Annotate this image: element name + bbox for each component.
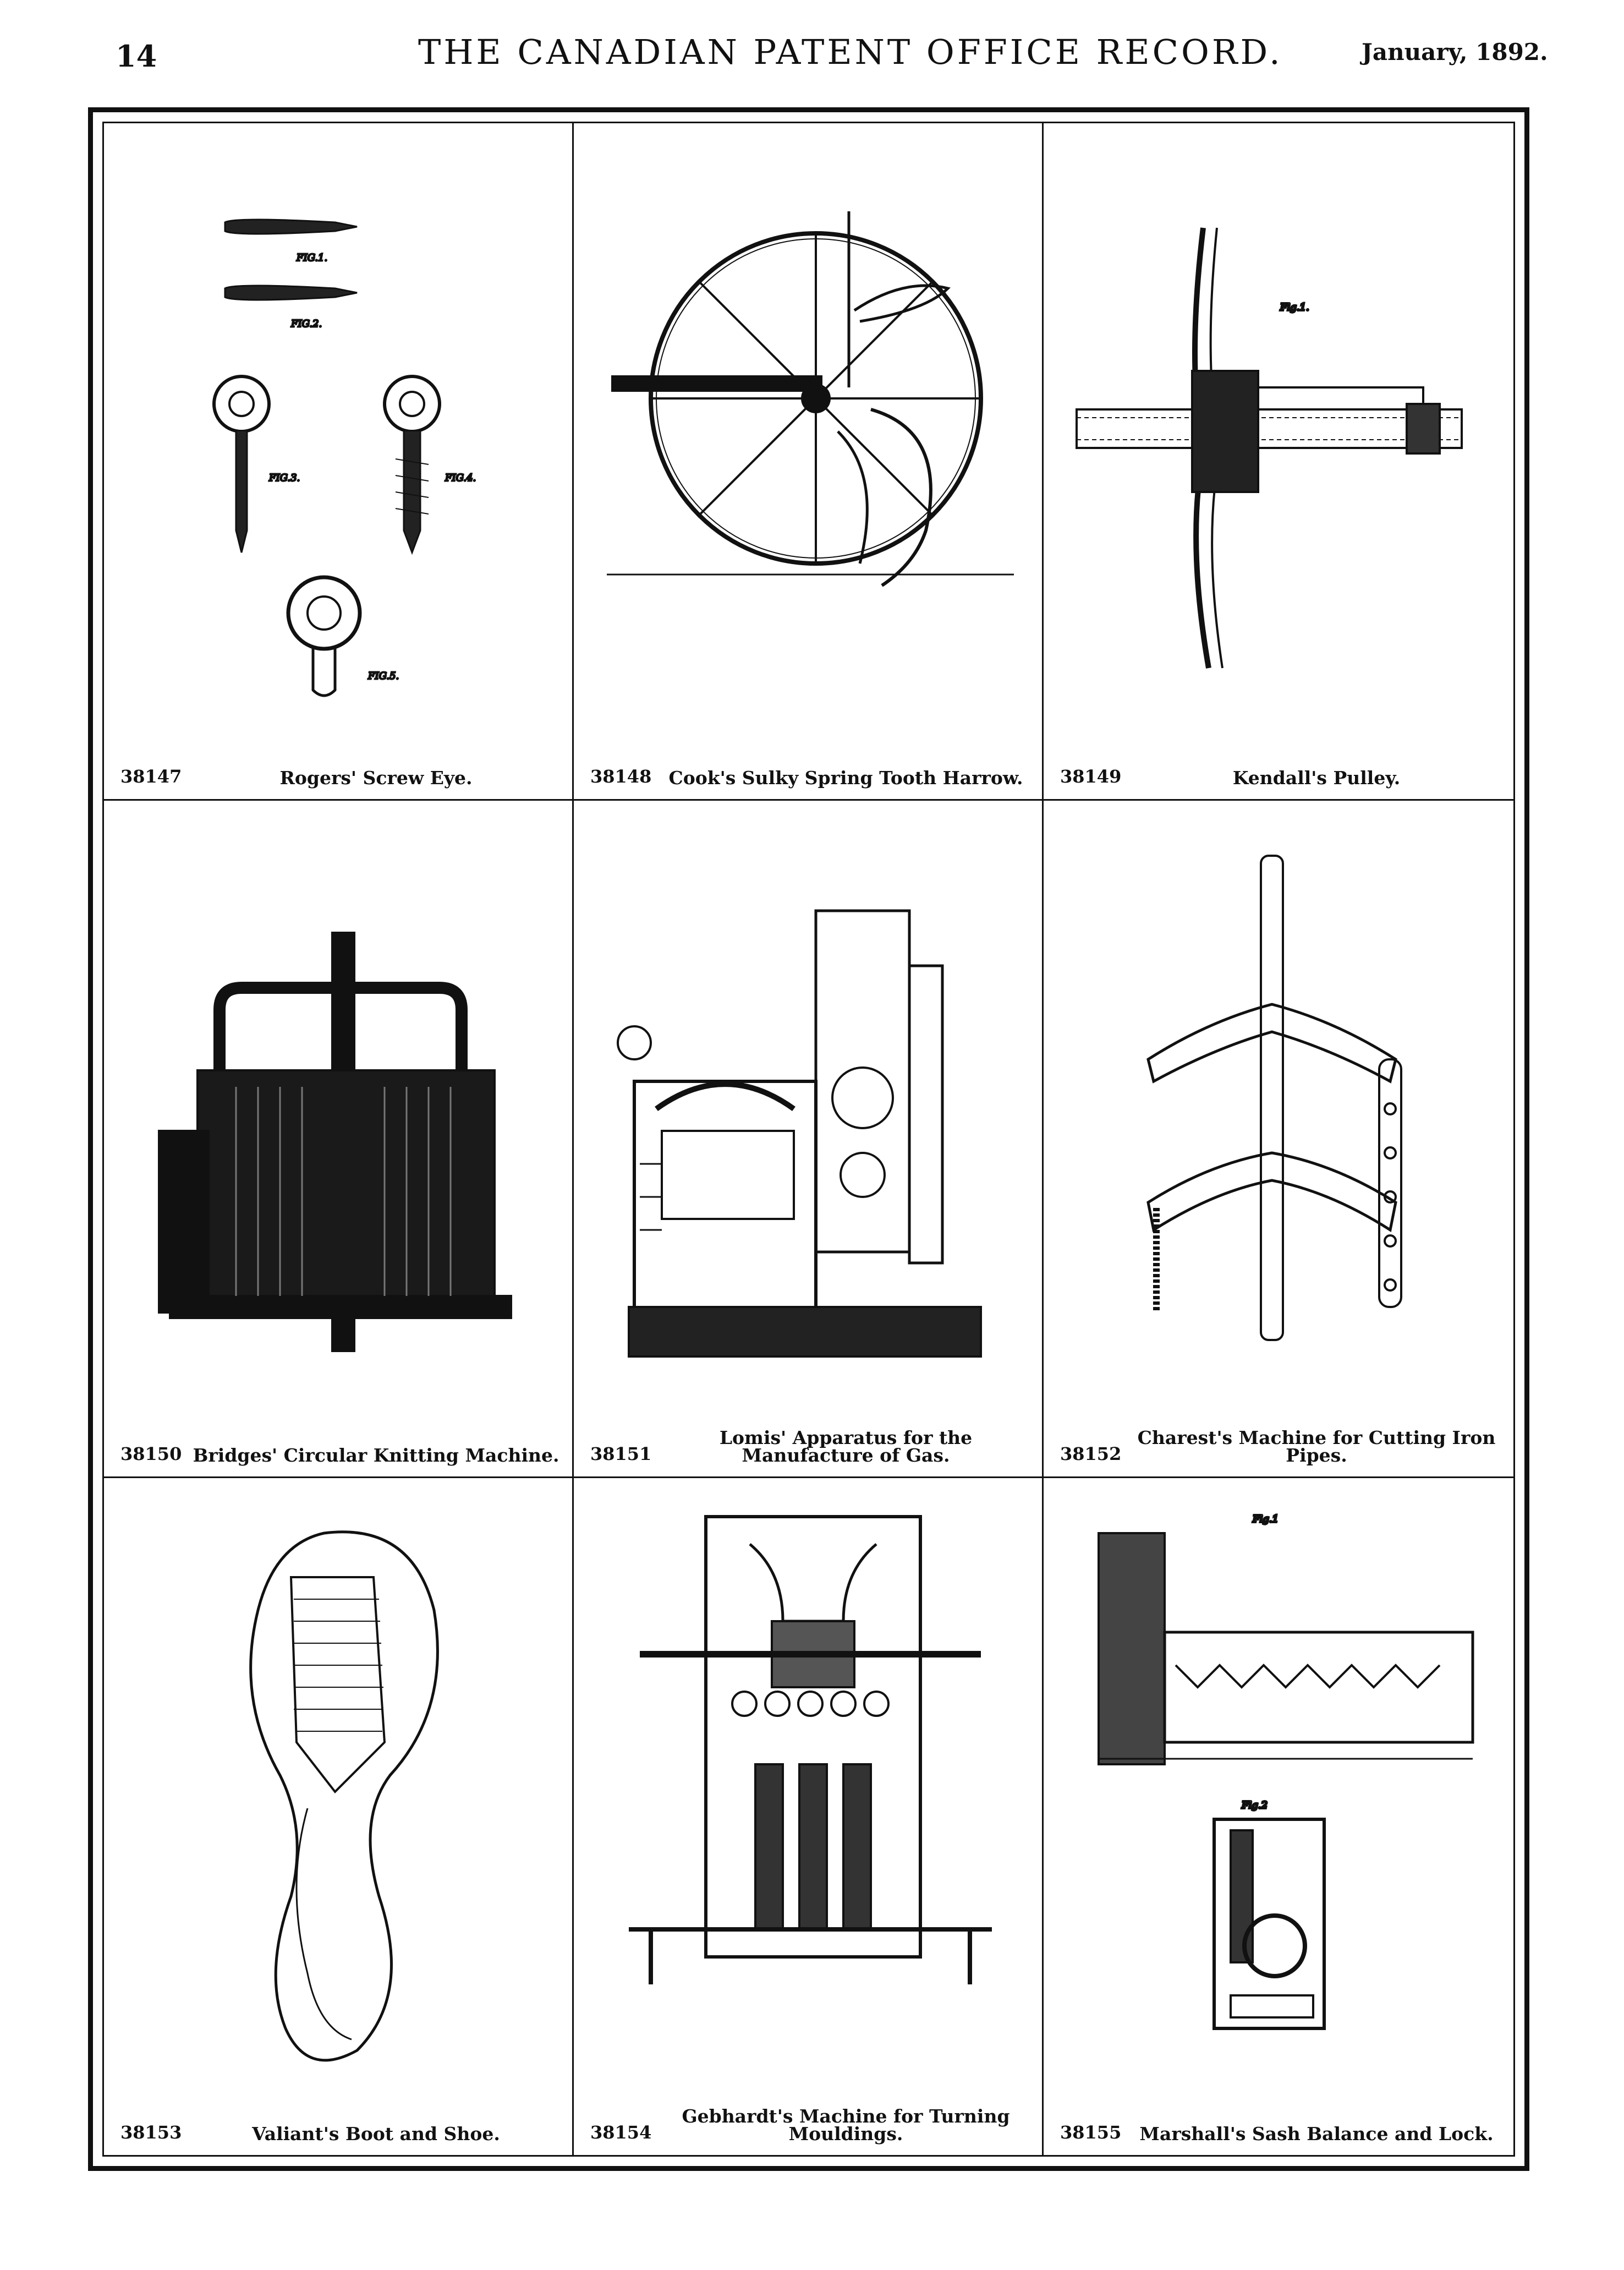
patent-cell-pipe-cutter: 38152 Charest's Machine for Cutting Iron… xyxy=(1044,801,1513,1478)
patent-cell-pulley: Fig.1. 38149 Kendall's Pulley. xyxy=(1044,123,1513,801)
sash-balance-drawing: Fig.1 Fig.2 xyxy=(1066,1500,1491,2078)
patent-title: Bridges' Circular Knitting Machine. xyxy=(193,1445,559,1466)
patent-caption: 38150 Bridges' Circular Knitting Machine… xyxy=(104,1415,572,1464)
fig-label: Fig.1. xyxy=(1280,302,1309,313)
patent-number: 38151 xyxy=(590,1443,652,1464)
journal-title: THE CANADIAN PATENT OFFICE RECORD. xyxy=(418,32,1283,72)
patent-cell-sash-balance: Fig.1 Fig.2 38155 Marshall's Sash Balanc… xyxy=(1044,1478,1513,2155)
patent-number: 38149 xyxy=(1060,766,1122,787)
patent-caption: 38155 Marshall's Sash Balance and Lock. xyxy=(1044,2093,1513,2143)
screw-eye-drawing: FIG.1. FIG.2. FIG.3. FIG.4. FIG.5. xyxy=(126,145,552,723)
patent-number: 38152 xyxy=(1060,1443,1122,1464)
pipe-cutter-drawing xyxy=(1066,823,1491,1401)
issue-date: January, 1892. xyxy=(1362,39,1548,65)
patent-cell-moulding-machine: 38154 Gebhardt's Machine for Turning Mou… xyxy=(574,1478,1044,2155)
patent-number: 38150 xyxy=(120,1443,182,1464)
patent-caption: 38152 Charest's Machine for Cutting Iron… xyxy=(1044,1415,1513,1464)
patent-caption: 38147 Rogers' Screw Eye. xyxy=(104,737,572,787)
patent-cell-screw-eye: FIG.1. FIG.2. FIG.3. FIG.4. FIG.5. 38147… xyxy=(104,123,574,801)
page-header: 14 THE CANADIAN PATENT OFFICE RECORD. Ja… xyxy=(0,0,1624,99)
patent-caption: 38154 Gebhardt's Machine for Turning Mou… xyxy=(574,2093,1042,2143)
patent-title: Lomis' Apparatus for the Manufacture of … xyxy=(719,1427,973,1466)
patent-title: Rogers' Screw Eye. xyxy=(279,767,473,789)
patent-caption: 38151 Lomis' Apparatus for the Manufactu… xyxy=(574,1415,1042,1464)
patent-number: 38154 xyxy=(590,2122,652,2143)
page-outer-border xyxy=(88,107,1529,2171)
fig-label: FIG.5. xyxy=(367,670,399,682)
patent-number: 38148 xyxy=(590,766,652,787)
patent-cell-harrow: 38148 Cook's Sulky Spring Tooth Harrow. xyxy=(574,123,1044,801)
patent-caption: 38148 Cook's Sulky Spring Tooth Harrow. xyxy=(574,737,1042,787)
fig-label: Fig.1 xyxy=(1252,1513,1279,1525)
moulding-machine-drawing xyxy=(596,1500,1022,2078)
page-inner-border xyxy=(102,122,1515,2157)
knitting-machine-drawing xyxy=(126,823,552,1401)
patent-title: Valiant's Boot and Shoe. xyxy=(252,2123,500,2145)
patent-figure-grid: FIG.1. FIG.2. FIG.3. FIG.4. FIG.5. 38147… xyxy=(104,123,1513,2155)
patent-cell-knitting-machine: 38150 Bridges' Circular Knitting Machine… xyxy=(104,801,574,1478)
fig-label: FIG.2. xyxy=(290,318,322,330)
patent-number: 38153 xyxy=(120,2122,182,2143)
fig-label: FIG.4. xyxy=(445,472,476,484)
fig-label: FIG.3. xyxy=(268,472,300,484)
fig-label: Fig.2 xyxy=(1241,1799,1268,1811)
fig-label: FIG.1. xyxy=(296,252,327,264)
harrow-drawing xyxy=(596,145,1022,723)
patent-cell-boot-and-shoe: 38153 Valiant's Boot and Shoe. xyxy=(104,1478,574,2155)
gas-apparatus-drawing xyxy=(596,823,1022,1401)
patent-title: Charest's Machine for Cutting Iron Pipes… xyxy=(1137,1427,1496,1466)
patent-caption: 38153 Valiant's Boot and Shoe. xyxy=(104,2093,572,2143)
page-number: 14 xyxy=(116,39,157,74)
patent-title: Kendall's Pulley. xyxy=(1232,767,1401,789)
boot-sole-drawing xyxy=(126,1500,552,2078)
patent-title: Gebhardt's Machine for Turning Mouldings… xyxy=(682,2105,1010,2145)
patent-number: 38155 xyxy=(1060,2122,1122,2143)
patent-title: Marshall's Sash Balance and Lock. xyxy=(1139,2123,1494,2145)
pulley-drawing: Fig.1. xyxy=(1066,145,1491,723)
patent-cell-gas-apparatus: 38151 Lomis' Apparatus for the Manufactu… xyxy=(574,801,1044,1478)
patent-caption: 38149 Kendall's Pulley. xyxy=(1044,737,1513,787)
patent-title: Cook's Sulky Spring Tooth Harrow. xyxy=(668,767,1023,789)
patent-number: 38147 xyxy=(120,766,182,787)
